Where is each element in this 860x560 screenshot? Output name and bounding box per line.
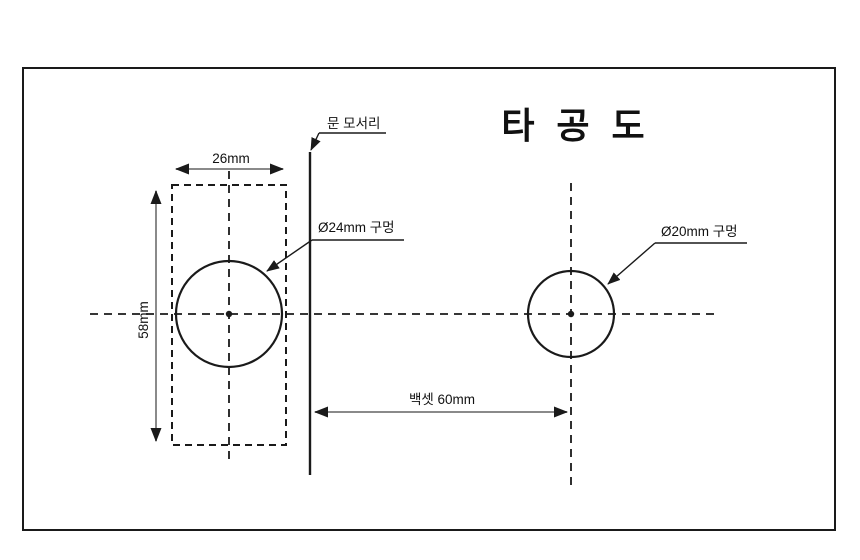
hole-20mm-label: Ø20mm 구멍 <box>661 224 738 239</box>
hole-center-dot-20mm <box>567 310 575 318</box>
hole-24mm-leader-arrow <box>266 239 313 272</box>
plate-outline-rect <box>171 184 287 446</box>
hole-center-dot-24mm <box>225 310 233 318</box>
hole-20mm-leader-arrow <box>607 242 656 285</box>
hole-circle-24mm <box>174 259 284 369</box>
door-edge-leader-arrow <box>310 132 321 151</box>
backset-dimension-label: 백셋 60mm <box>409 392 475 407</box>
drawing-frame <box>22 67 836 531</box>
hole-circle-20mm <box>526 269 616 359</box>
diagram-title: 타 공 도 <box>501 105 650 146</box>
height-dimension-label: 58mm <box>136 301 151 339</box>
width-dimension-label: 26mm <box>212 151 250 166</box>
hole-24mm-label: Ø24mm 구멍 <box>318 220 395 235</box>
door-edge-label: 문 모서리 <box>327 116 380 131</box>
